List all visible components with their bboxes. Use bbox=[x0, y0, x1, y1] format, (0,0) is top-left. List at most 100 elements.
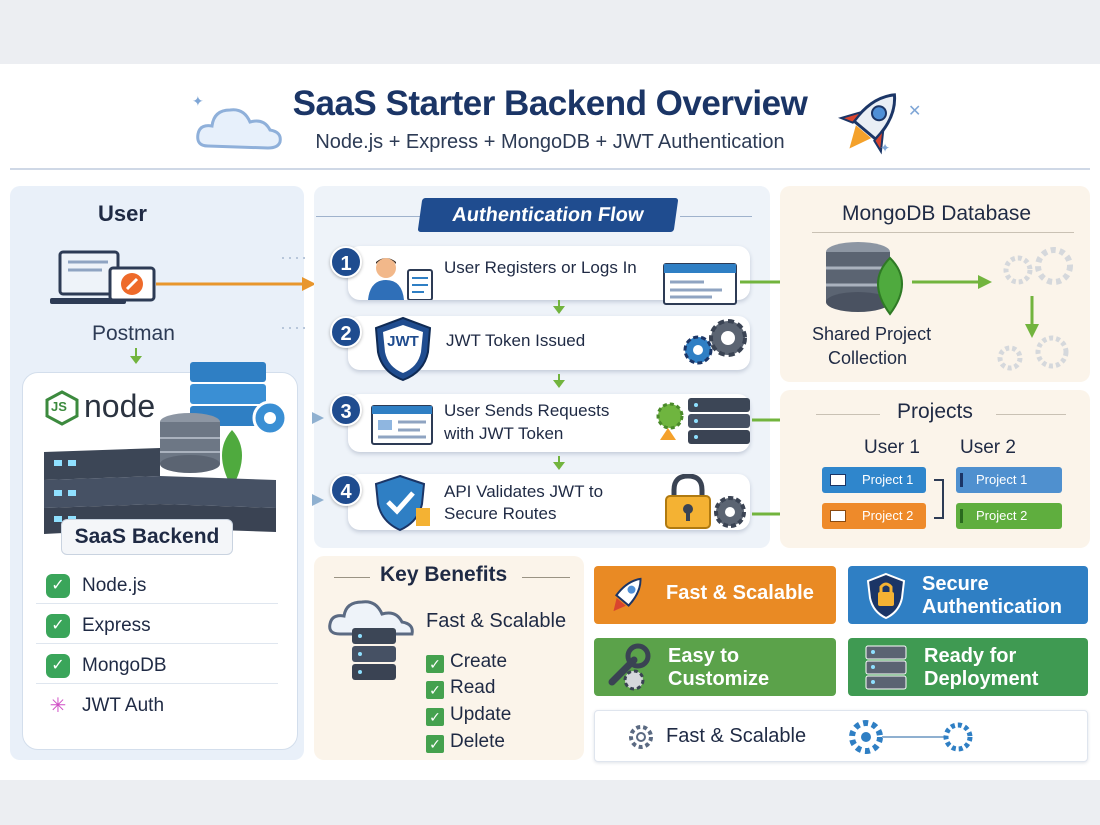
shield-lock-icon bbox=[866, 572, 906, 620]
stack-item-mongodb: ✓ MongoDB bbox=[36, 648, 278, 684]
browser-window-icon bbox=[663, 263, 737, 305]
benefit-label: Fast & Scalable bbox=[666, 582, 814, 604]
step-number: 4 bbox=[330, 474, 362, 506]
bracket-divider bbox=[934, 479, 944, 519]
benefit-tile-secure: Secure Authentication bbox=[848, 566, 1088, 624]
marker-icon bbox=[960, 473, 963, 487]
check-icon: ✓ bbox=[46, 574, 70, 598]
shield-icon bbox=[374, 316, 432, 382]
step-4-text-line2: Secure Routes bbox=[444, 504, 557, 523]
jwt-badge: JWT bbox=[387, 333, 419, 350]
stack-item-nodejs: ✓ Node.js bbox=[36, 568, 278, 604]
check-icon: ✓ bbox=[426, 655, 444, 673]
project-label: Project 2 bbox=[862, 508, 914, 523]
benefit-tile-fast: Fast & Scalable bbox=[594, 566, 836, 624]
check-icon: ✓ bbox=[46, 654, 70, 678]
wrench-icon bbox=[608, 643, 651, 691]
step-number: 1 bbox=[330, 246, 362, 278]
crud-label: Create bbox=[450, 651, 508, 672]
database-title: MongoDB Database bbox=[842, 202, 1032, 225]
user2-project-1: Project 1 bbox=[956, 467, 1062, 493]
benefit-tile-deploy: Ready for Deployment bbox=[848, 638, 1088, 696]
step-number: 2 bbox=[330, 316, 362, 348]
crud-update: ✓Update bbox=[426, 704, 511, 726]
stack-item-jwt: ✳ JWT Auth bbox=[36, 688, 278, 724]
sparkle-icon: ✳ bbox=[49, 695, 67, 717]
divider bbox=[334, 577, 370, 578]
stack-item-express: ✓ Express bbox=[36, 608, 278, 644]
step-number: 3 bbox=[330, 394, 362, 426]
down-arrow bbox=[553, 374, 565, 388]
benefit-label-line1: Ready for bbox=[924, 645, 1017, 667]
footer-strip bbox=[594, 710, 1088, 762]
crud-label: Read bbox=[450, 677, 496, 698]
user1-project-1: Project 1 bbox=[822, 467, 926, 493]
person-icon bbox=[368, 258, 433, 300]
monitor-icon bbox=[50, 250, 156, 304]
stack-item-label: Express bbox=[82, 615, 151, 636]
divider bbox=[996, 414, 1066, 415]
postman-label: Postman bbox=[92, 322, 175, 345]
benefit-label-line2: Customize bbox=[668, 668, 770, 690]
rocket-icon bbox=[613, 577, 642, 612]
project-label: Project 2 bbox=[976, 508, 1028, 523]
nodejs-badge: JS bbox=[51, 399, 67, 414]
down-arrow bbox=[130, 348, 142, 364]
auth-flow-title: Authentication Flow bbox=[417, 198, 679, 232]
check-icon: ✓ bbox=[426, 708, 444, 726]
divider bbox=[316, 216, 420, 217]
step-3-text-line1: User Sends Requests bbox=[444, 401, 610, 420]
project-label: Project 1 bbox=[862, 472, 914, 487]
projects-user1-label: User 1 bbox=[864, 437, 920, 458]
benefits-title: Key Benefits bbox=[380, 563, 508, 586]
check-icon: ✓ bbox=[46, 614, 70, 638]
server-icon bbox=[656, 398, 750, 444]
step-4-text-line1: API Validates JWT to bbox=[444, 482, 604, 501]
stack-item-label: JWT Auth bbox=[82, 695, 165, 716]
step-2-text: JWT Token Issued bbox=[446, 331, 586, 350]
project-label: Project 1 bbox=[976, 472, 1028, 487]
user2-project-2: Project 2 bbox=[956, 503, 1062, 529]
server-icon bbox=[865, 645, 907, 690]
document-icon bbox=[371, 405, 433, 445]
gear-icon bbox=[629, 725, 653, 749]
lock-icon bbox=[665, 474, 746, 529]
postman-to-flow-arrow bbox=[156, 277, 316, 291]
user-title: User bbox=[98, 201, 147, 226]
rocket-icon: ✕ ✦ bbox=[838, 93, 921, 155]
benefits-subtitle: Fast & Scalable bbox=[426, 610, 567, 632]
benefit-label-line2: Deployment bbox=[924, 668, 1039, 690]
database-icon bbox=[826, 242, 1073, 371]
crud-read: ✓ Read bbox=[426, 677, 495, 699]
benefit-label-line1: Secure bbox=[922, 573, 989, 595]
database-caption-line2: Collection bbox=[828, 348, 908, 368]
nodejs-logo-icon bbox=[45, 390, 79, 426]
svg-text:✕: ✕ bbox=[908, 101, 921, 120]
folder-icon bbox=[830, 474, 846, 486]
connector-dots bbox=[282, 257, 324, 506]
divider bbox=[812, 232, 1074, 233]
down-arrow bbox=[553, 456, 565, 470]
step-3-text-line2: with JWT Token bbox=[444, 424, 564, 443]
folder-icon bbox=[830, 510, 846, 522]
cloud-server-icon bbox=[328, 600, 414, 680]
crud-delete: ✓Delete bbox=[426, 731, 505, 753]
page-title: SaaS Starter Backend Overview bbox=[292, 84, 808, 123]
divider bbox=[680, 216, 752, 217]
gear-icon bbox=[683, 319, 747, 365]
crud-create: ✓ Create bbox=[426, 651, 507, 673]
server-stack-icon bbox=[44, 362, 288, 534]
page-subtitle: Node.js + Express + MongoDB + JWT Authen… bbox=[315, 131, 785, 153]
marker-icon bbox=[960, 509, 963, 523]
benefit-tile-customize: Easy to Customize bbox=[594, 638, 836, 696]
database-caption-line1: Shared Project bbox=[812, 324, 932, 344]
svg-text:✦: ✦ bbox=[880, 141, 890, 155]
node-logo-text: node bbox=[84, 388, 156, 424]
step-1-text: User Registers or Logs In bbox=[444, 258, 637, 277]
stack-item-label: MongoDB bbox=[82, 655, 167, 676]
footer-label: Fast & Scalable bbox=[666, 725, 807, 747]
check-icon: ✓ bbox=[426, 681, 444, 699]
cloud-icon: ✦ bbox=[192, 94, 282, 150]
header-divider bbox=[10, 168, 1090, 170]
benefit-label-line1: Easy to bbox=[668, 645, 740, 667]
